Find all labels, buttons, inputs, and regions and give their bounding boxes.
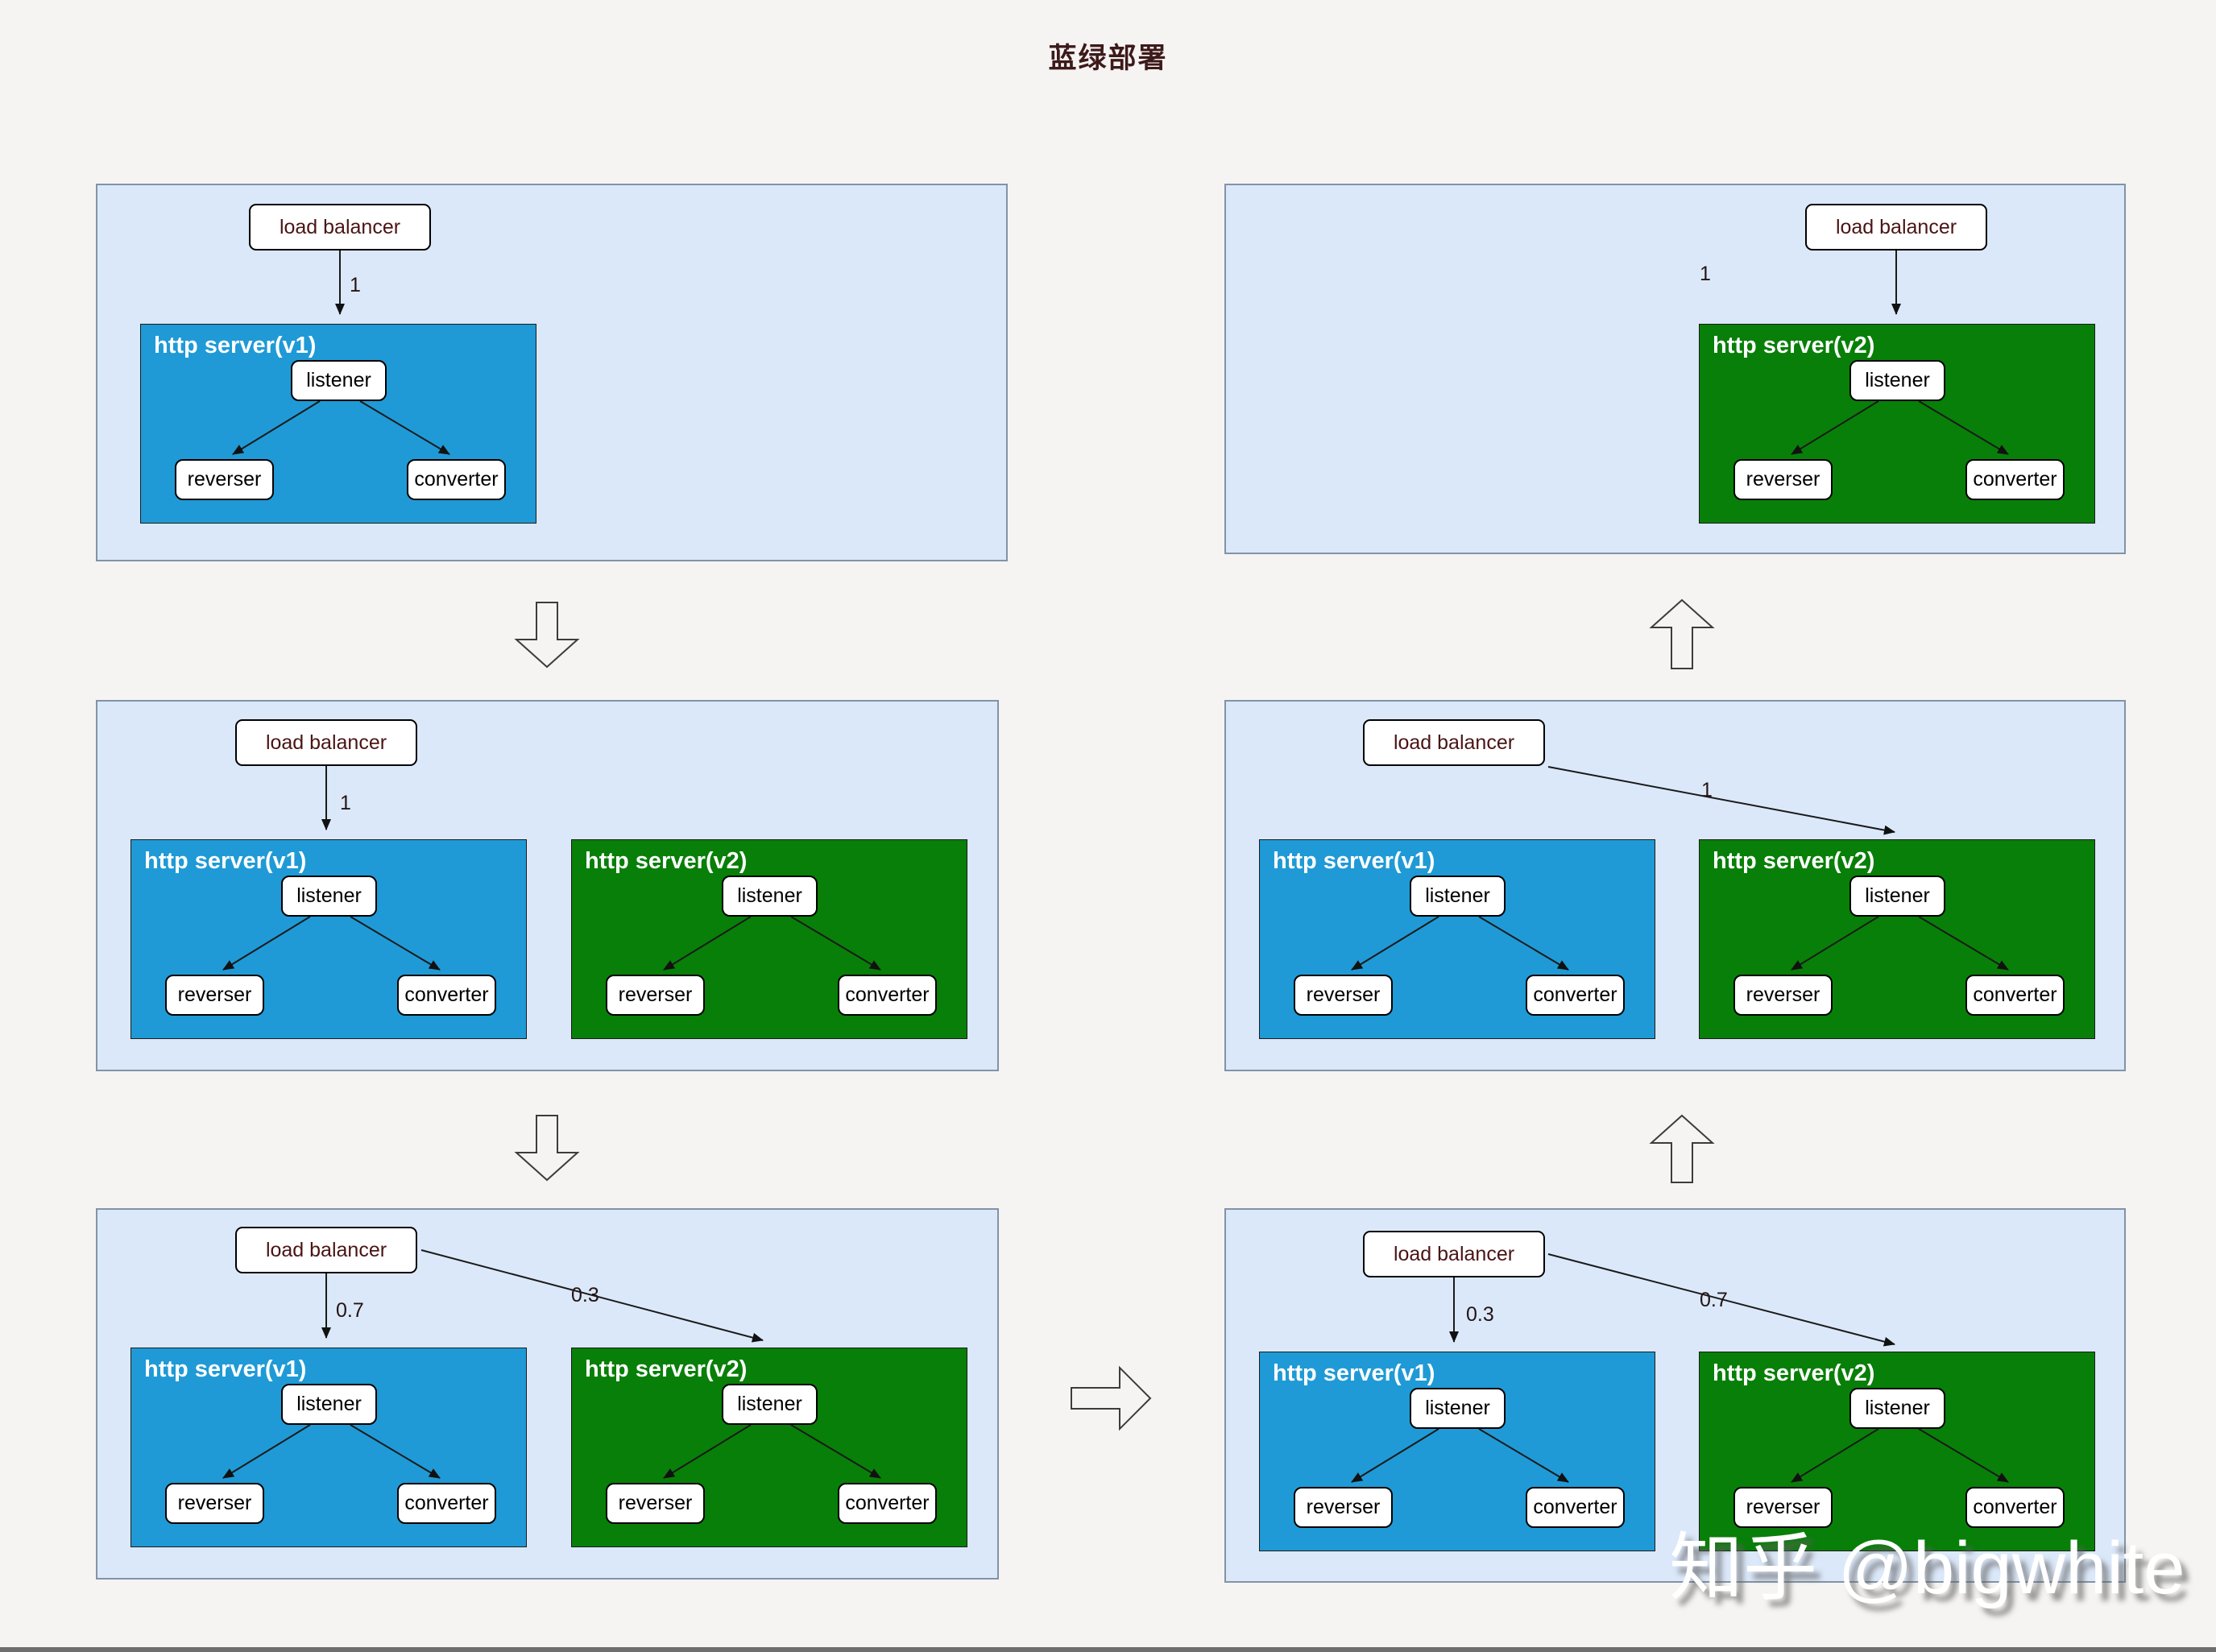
converter-node: converter	[397, 975, 496, 1016]
reverser-node: reverser	[1294, 975, 1393, 1016]
load-balancer-node: load balancer	[249, 204, 431, 250]
edge-weight-label: 0.7	[336, 1299, 364, 1322]
server-title: http server(v2)	[585, 1356, 748, 1382]
panel-stage3-split-70-30: load balancer 0.7 0.3 http server(v1) li…	[96, 1208, 999, 1580]
converter-node: converter	[1965, 459, 2065, 500]
reverser-node: reverser	[175, 459, 274, 500]
server-title: http server(v2)	[1713, 1360, 1875, 1386]
panel-stage5-all-traffic-v2: load balancer 1 http server(v1) listener…	[1224, 700, 2126, 1071]
http-server-v2-box: http server(v2) listener reverser conver…	[1699, 324, 2095, 524]
converter-node: converter	[407, 459, 506, 500]
panel-stage4-split-30-70: load balancer 0.3 0.7 http server(v1) li…	[1224, 1208, 2126, 1583]
edge-weight-label: 0.7	[1700, 1289, 1728, 1311]
http-server-v1-box: http server(v1) listener reverser conver…	[1259, 839, 1655, 1039]
http-server-v1-box: http server(v1) listener reverser conver…	[130, 839, 527, 1039]
server-title: http server(v1)	[144, 1356, 307, 1382]
server-title: http server(v2)	[1713, 848, 1875, 874]
page-title: 蓝绿部署	[1048, 43, 1168, 74]
http-server-v1-box: http server(v1) listener reverser conver…	[130, 1348, 527, 1547]
panel-stage1-all-traffic-v1: load balancer 1 http server(v1) listener…	[96, 184, 1008, 561]
listener-node: listener	[722, 876, 818, 917]
converter-node: converter	[1526, 975, 1625, 1016]
listener-node: listener	[1410, 876, 1506, 917]
listener-node: listener	[722, 1384, 818, 1425]
converter-node: converter	[397, 1483, 496, 1524]
edge-weight-label: 0.3	[1466, 1303, 1494, 1326]
listener-node: listener	[281, 1384, 377, 1425]
load-balancer-node: load balancer	[1363, 1231, 1545, 1277]
server-title: http server(v1)	[1273, 1360, 1435, 1386]
server-title: http server(v1)	[154, 333, 317, 358]
converter-node: converter	[838, 1483, 937, 1524]
http-server-v1-box: http server(v1) listener reverser conver…	[1259, 1352, 1655, 1551]
edge-weight-label: 0.3	[571, 1284, 599, 1306]
reverser-node: reverser	[165, 975, 264, 1016]
reverser-node: reverser	[606, 975, 705, 1016]
server-title: http server(v1)	[144, 848, 307, 874]
edge-weight-label: 1	[350, 274, 361, 296]
listener-node: listener	[1849, 360, 1945, 401]
http-server-v1-box: http server(v1) listener reverser conver…	[140, 324, 536, 524]
panel-stage2-v2-deployed: load balancer 1 http server(v1) listener…	[96, 700, 999, 1071]
server-title: http server(v2)	[1713, 333, 1875, 358]
converter-node: converter	[1965, 1487, 2065, 1528]
flow-up-arrow-icon	[1649, 598, 1715, 669]
http-server-v2-box: http server(v2) listener reverser conver…	[571, 839, 967, 1039]
load-balancer-node: load balancer	[1805, 204, 1987, 250]
listener-node: listener	[1849, 1388, 1945, 1429]
edge-weight-label: 1	[1700, 263, 1711, 285]
http-server-v2-box: http server(v2) listener reverser conver…	[571, 1348, 967, 1547]
edge-weight-label: 1	[1701, 779, 1713, 801]
reverser-node: reverser	[1294, 1487, 1393, 1528]
converter-node: converter	[1526, 1487, 1625, 1528]
converter-node: converter	[838, 975, 937, 1016]
flow-right-arrow-icon	[1071, 1365, 1152, 1431]
server-title: http server(v1)	[1273, 848, 1435, 874]
bottom-edge-strip	[0, 1647, 2216, 1652]
server-title: http server(v2)	[585, 848, 748, 874]
http-server-v2-box: http server(v2) listener reverser conver…	[1699, 1352, 2095, 1551]
listener-node: listener	[281, 876, 377, 917]
load-balancer-node: load balancer	[235, 719, 417, 766]
converter-node: converter	[1965, 975, 2065, 1016]
flow-up-arrow-icon	[1649, 1114, 1715, 1183]
panel-stage6-v1-removed: load balancer 1 http server(v2) listener…	[1224, 184, 2126, 554]
reverser-node: reverser	[165, 1483, 264, 1524]
flow-down-arrow-icon	[514, 602, 580, 669]
reverser-node: reverser	[606, 1483, 705, 1524]
listener-node: listener	[291, 360, 387, 401]
flow-down-arrow-icon	[514, 1115, 580, 1182]
edge-weight-label: 1	[340, 792, 351, 814]
http-server-v2-box: http server(v2) listener reverser conver…	[1699, 839, 2095, 1039]
reverser-node: reverser	[1733, 459, 1833, 500]
load-balancer-node: load balancer	[235, 1227, 417, 1273]
listener-node: listener	[1410, 1388, 1506, 1429]
load-balancer-node: load balancer	[1363, 719, 1545, 766]
reverser-node: reverser	[1733, 975, 1833, 1016]
reverser-node: reverser	[1733, 1487, 1833, 1528]
zhihu-watermark: 知乎 @bigwhite	[1669, 1527, 2185, 1609]
listener-node: listener	[1849, 876, 1945, 917]
